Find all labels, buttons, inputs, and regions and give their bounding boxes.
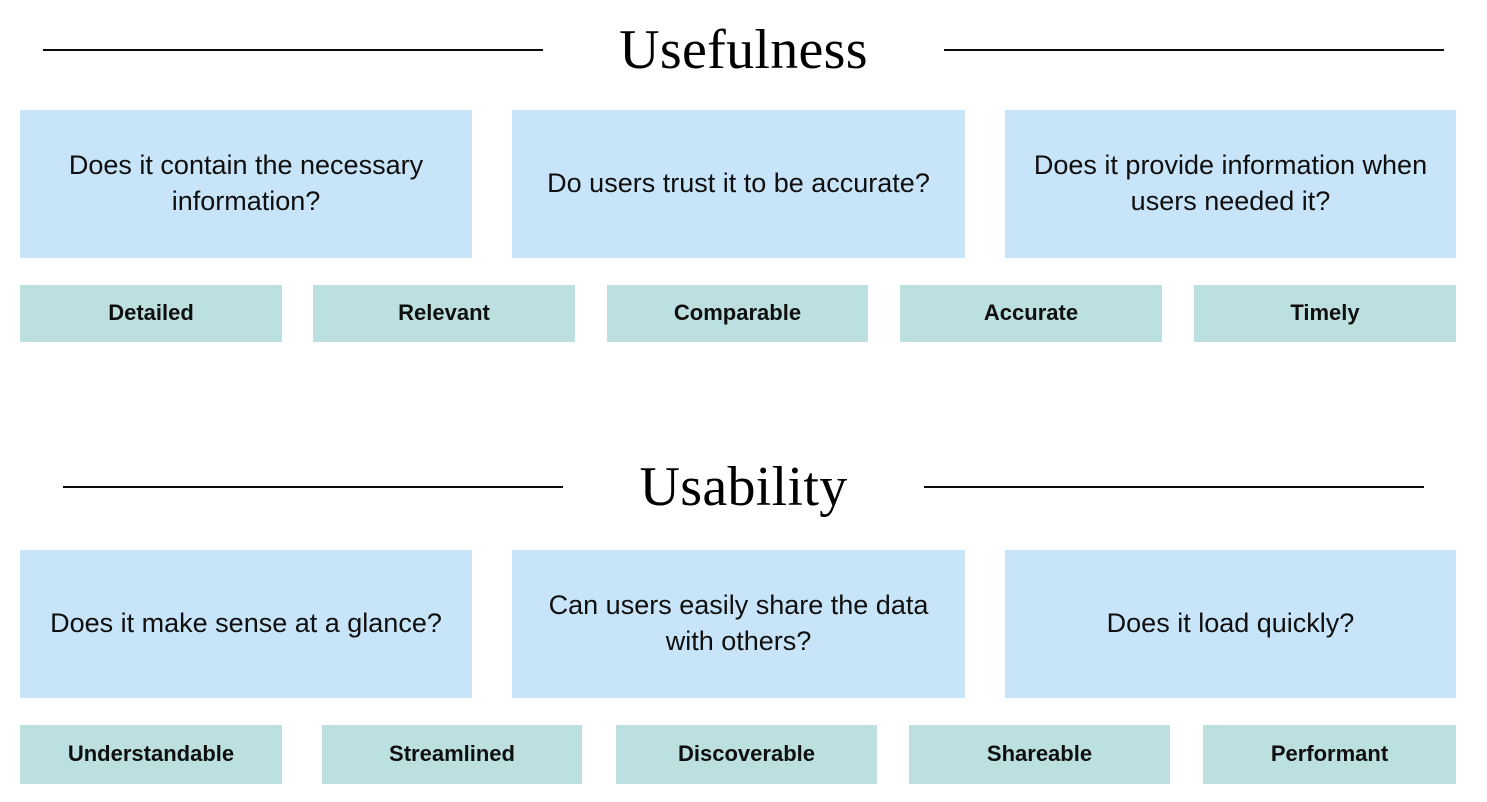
- attribute-chip[interactable]: Discoverable: [616, 725, 877, 784]
- question-row-usability: Does it make sense at a glance? Can user…: [0, 550, 1487, 698]
- question-card-label: Do users trust it to be accurate?: [547, 168, 930, 199]
- attribute-chip-label: Streamlined: [389, 741, 515, 767]
- attribute-chip[interactable]: Understandable: [20, 725, 282, 784]
- section-rule-right: [923, 486, 1424, 488]
- question-card-label: Does it provide information when users n…: [1033, 150, 1428, 216]
- attribute-chip[interactable]: Performant: [1203, 725, 1456, 784]
- attribute-chip-label: Comparable: [673, 300, 802, 326]
- attribute-chip-label: Shareable: [986, 741, 1093, 767]
- attribute-chip-label: Accurate: [983, 300, 1079, 326]
- attribute-chip[interactable]: Relevant: [313, 285, 575, 342]
- attribute-chip-label: Performant: [1270, 741, 1389, 767]
- section-rule-left: [43, 49, 544, 51]
- question-card-label: Can users easily share the data with oth…: [548, 590, 929, 656]
- question-card-label: Does it load quickly?: [1106, 608, 1355, 639]
- question-card[interactable]: Does it contain the necessary informatio…: [20, 110, 472, 258]
- section-header-usability: Usability: [0, 445, 1487, 529]
- attribute-chip[interactable]: Timely: [1194, 285, 1456, 342]
- section-rule-right: [943, 49, 1444, 51]
- section-title-usefulness: Usefulness: [619, 19, 868, 81]
- section-title-usability: Usability: [639, 456, 848, 518]
- attribute-chip-label: Timely: [1290, 300, 1360, 326]
- question-card-label: Does it make sense at a glance?: [50, 608, 442, 639]
- attribute-chip-label: Relevant: [398, 300, 490, 326]
- attribute-row-usability: Understandable Streamlined Discoverable …: [0, 725, 1487, 784]
- question-card[interactable]: Does it make sense at a glance?: [20, 550, 472, 698]
- section-rule-left: [63, 486, 564, 488]
- attribute-chip[interactable]: Detailed: [20, 285, 282, 342]
- attribute-chip-label: Understandable: [67, 741, 235, 767]
- attribute-row-usefulness: Detailed Relevant Comparable Accurate Ti…: [0, 285, 1487, 342]
- attribute-chip[interactable]: Accurate: [900, 285, 1162, 342]
- question-row-usefulness: Does it contain the necessary informatio…: [0, 110, 1487, 258]
- attribute-chip[interactable]: Streamlined: [322, 725, 582, 784]
- section-header-usefulness: Usefulness: [0, 8, 1487, 92]
- attribute-chip-label: Detailed: [108, 300, 194, 326]
- question-card[interactable]: Can users easily share the data with oth…: [512, 550, 965, 698]
- question-card[interactable]: Does it load quickly?: [1005, 550, 1456, 698]
- attribute-chip-label: Discoverable: [678, 741, 815, 767]
- question-card[interactable]: Do users trust it to be accurate?: [512, 110, 965, 258]
- question-card[interactable]: Does it provide information when users n…: [1005, 110, 1456, 258]
- question-card-label: Does it contain the necessary informatio…: [68, 150, 424, 216]
- attribute-chip[interactable]: Comparable: [607, 285, 868, 342]
- attribute-chip[interactable]: Shareable: [909, 725, 1170, 784]
